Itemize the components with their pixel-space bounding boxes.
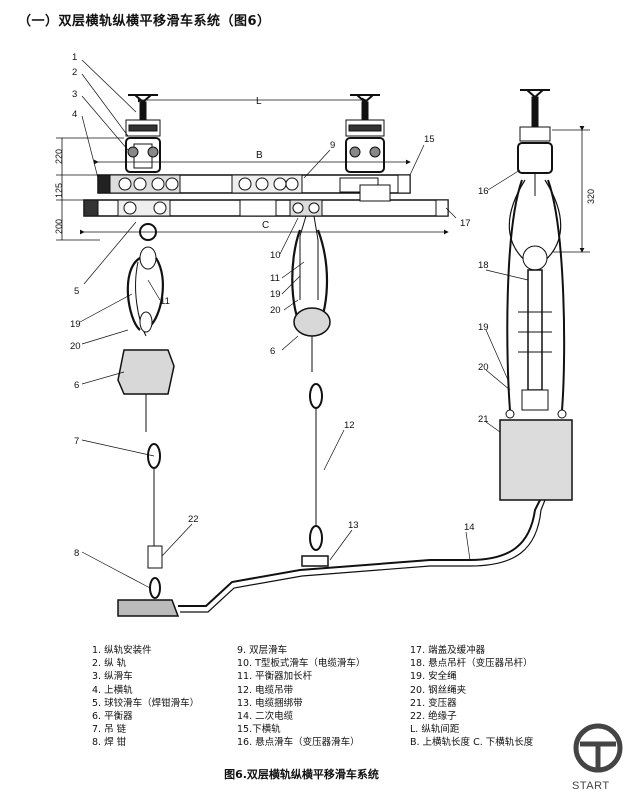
legend-item: 4. 上横轨 — [92, 684, 133, 696]
legend-item: L. 纵轨间距 — [410, 724, 460, 736]
figure-caption: 图6.双层横轨纵横平移滑车系统 — [224, 768, 379, 781]
callout-7: 7 — [74, 436, 79, 447]
cable-trolley-assembly — [291, 215, 331, 567]
callout-6a: 6 — [74, 380, 79, 391]
callout-18: 18 — [478, 260, 489, 271]
callout-22: 22 — [188, 514, 199, 525]
dimension-lines — [56, 97, 590, 253]
legend-column-3: 17. 端盖及缓冲器 18. 悬点吊杆（变压器吊杆） 19. 安全绳 20. 钢… — [410, 644, 533, 750]
callout-10: 10 — [270, 250, 281, 261]
callout-19a: 19 — [70, 319, 81, 330]
callout-20c: 20 — [478, 362, 489, 373]
dim-label-C: C — [262, 220, 269, 231]
callout-15: 15 — [424, 134, 435, 145]
legend-item: 10. T型板式滑车（电缆滑车） — [237, 658, 366, 670]
rail-mount-left — [128, 94, 158, 121]
legend-item: 20. 钢丝绳夹 — [410, 684, 467, 696]
callout-9: 9 — [330, 140, 335, 151]
legend-column-2: 9. 双层滑车 10. T型板式滑车（电缆滑车） 11. 平衡器加长杆 12. … — [237, 644, 365, 750]
legend-column-1: 1. 纵轨安装件 2. 纵 轨 3. 纵滑车 4. 上横轨 5. 球铰滑车（焊钳… — [92, 644, 199, 750]
callout-8: 8 — [74, 548, 79, 559]
dim-label-B: B — [256, 150, 263, 161]
callout-20a: 20 — [70, 341, 81, 352]
longitudinal-trolley-left — [125, 119, 161, 173]
legend-item: 14. 二次电缆 — [237, 711, 294, 723]
legend-item: 6. 平衡器 — [92, 711, 133, 723]
legend-item: 12. 电缆吊带 — [237, 684, 294, 696]
lower-horizontal-rail — [83, 184, 449, 217]
callout-3: 3 — [72, 89, 77, 100]
upper-horizontal-rail — [97, 174, 411, 194]
callout-11a: 11 — [160, 296, 170, 307]
callout-11b: 11 — [270, 273, 280, 284]
callout-19b: 19 — [270, 289, 281, 300]
callout-4: 4 — [72, 109, 77, 120]
callout-17: 17 — [460, 218, 471, 229]
legend-item: 15.下横轨 — [237, 724, 281, 736]
callout-1: 1 — [72, 52, 77, 63]
callout-2: 2 — [72, 67, 77, 78]
legend-item: 3. 纵滑车 — [92, 671, 133, 683]
callout-21: 21 — [478, 414, 489, 425]
callout-12: 12 — [344, 420, 355, 431]
legend-item: 5. 球铰滑车（焊钳滑车） — [92, 697, 200, 709]
dim-label-320: 320 — [586, 189, 596, 204]
legend-item: 1. 纵轨安装件 — [92, 645, 152, 656]
legend-item: 19. 安全绳 — [410, 671, 457, 683]
callout-19c: 19 — [478, 322, 489, 333]
legend-item: 13. 电缆捆绑带 — [237, 697, 303, 709]
callout-20b: 20 — [270, 305, 281, 316]
callout-14: 14 — [464, 522, 475, 533]
start-logo-icon — [573, 723, 623, 773]
logo-text: START — [572, 780, 610, 792]
callout-5: 5 — [74, 286, 79, 297]
legend-item: 17. 端盖及缓冲器 — [410, 645, 486, 656]
dim-label-125: 125 — [54, 183, 64, 198]
legend-item: B. 上横轨长度 C. 下横轨长度 — [410, 737, 534, 749]
page-title: （一）双层横轨纵横平移滑车系统（图6） — [18, 14, 271, 29]
transformer-assembly — [499, 89, 573, 501]
callout-16: 16 — [478, 186, 489, 197]
legend-item: 2. 纵 轨 — [92, 658, 127, 670]
rail-mount-right — [345, 94, 385, 173]
legend-item: 21. 变压器 — [410, 697, 457, 709]
legend-item: 18. 悬点吊杆（变压器吊杆） — [410, 658, 533, 670]
welding-tong-assembly — [117, 223, 546, 617]
legend-item: 9. 双层滑车 — [237, 645, 288, 656]
legend-item: 7. 吊 链 — [92, 724, 127, 736]
callout-13: 13 — [348, 520, 359, 531]
legend-item: 16. 悬点滑车（变压器滑车） — [237, 737, 360, 749]
legend-item: 22. 绝缘子 — [410, 711, 457, 723]
dim-label-200: 200 — [54, 219, 64, 234]
legend-item: 11. 平衡器加长杆 — [237, 671, 313, 683]
dim-label-L: L — [256, 96, 262, 107]
legend-item: 8. 焊 钳 — [92, 737, 127, 749]
leader-lines — [79, 59, 529, 589]
dim-label-220: 220 — [54, 149, 64, 164]
callout-6b: 6 — [270, 346, 275, 357]
